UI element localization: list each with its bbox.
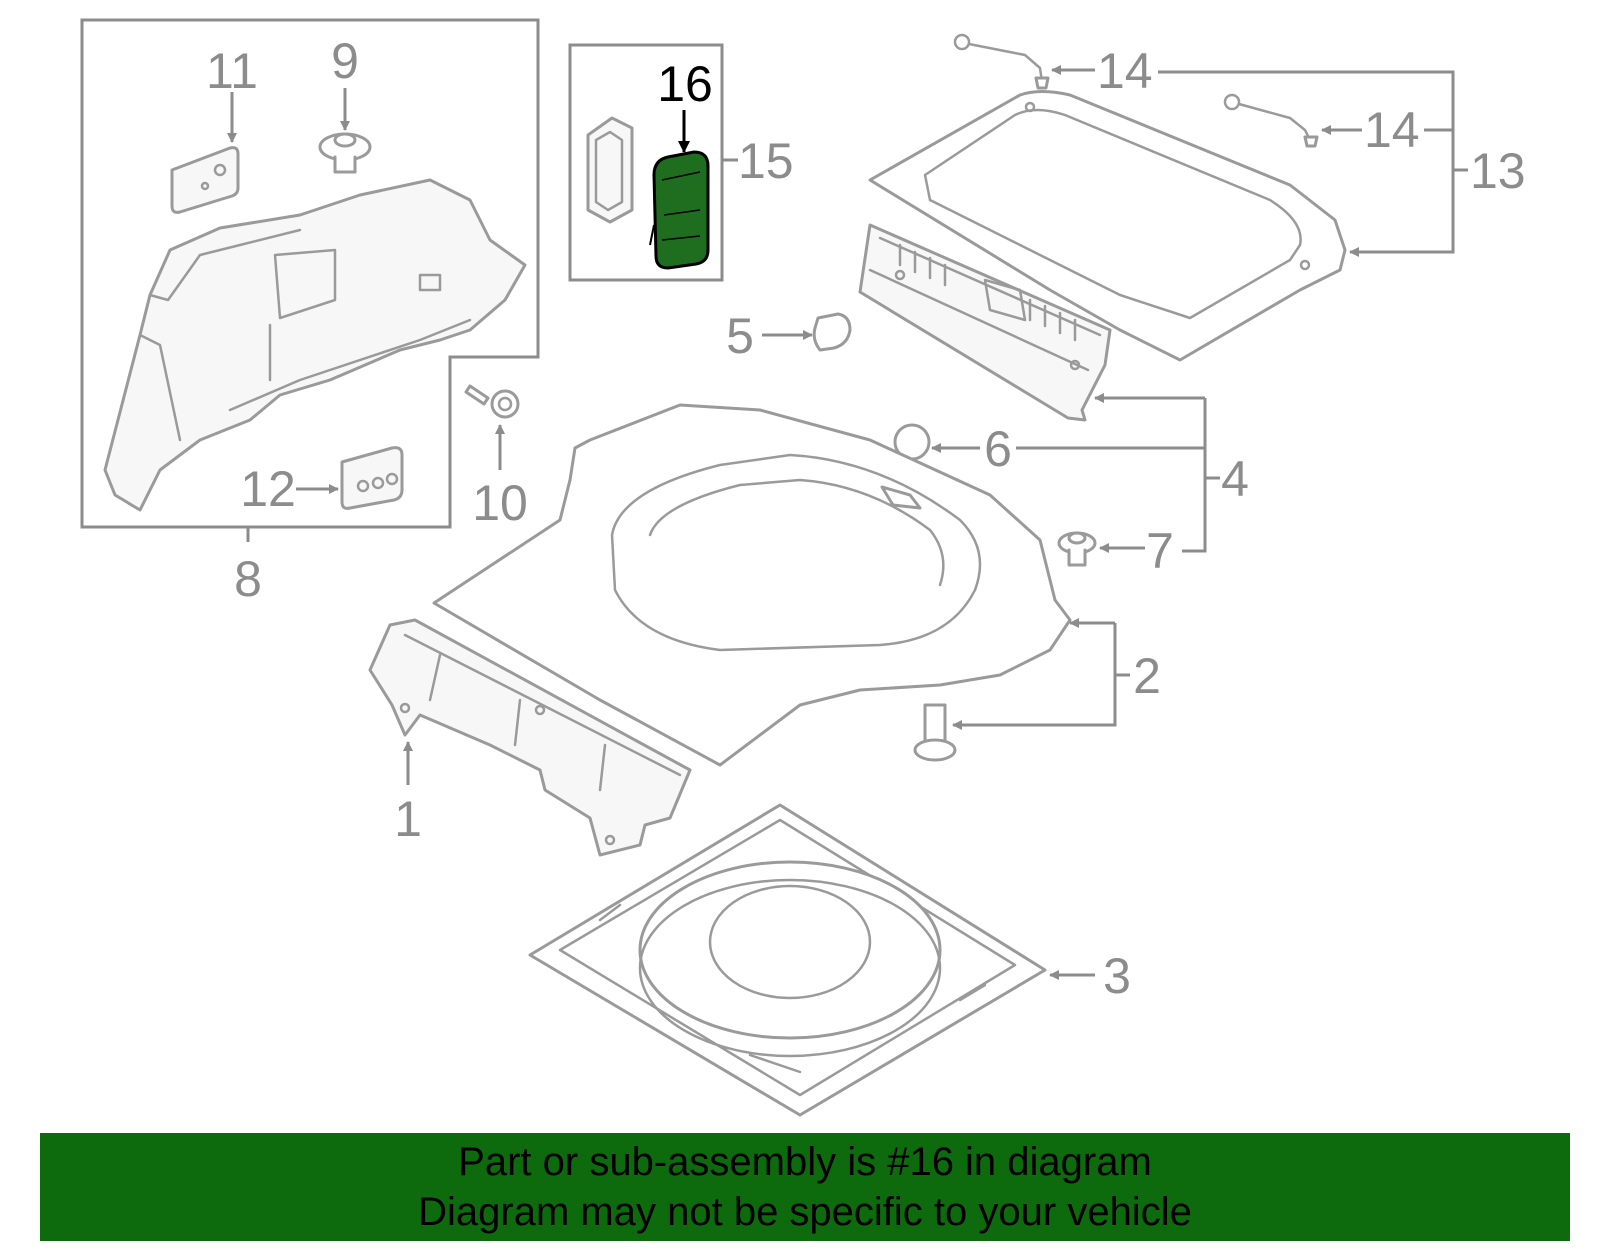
- callout-6: 6: [984, 421, 1012, 477]
- callout-2: 2: [1133, 648, 1161, 704]
- callout-1: 1: [394, 791, 422, 847]
- leader-lines: [227, 65, 1468, 980]
- clip-7[interactable]: [1057, 531, 1097, 567]
- callout-7: 7: [1146, 523, 1174, 579]
- callout-10: 10: [472, 475, 528, 531]
- callout-9: 9: [331, 33, 359, 89]
- tether-14-top[interactable]: [953, 33, 1050, 90]
- callout-5: 5: [726, 308, 754, 364]
- callout-16: 16: [657, 56, 713, 112]
- callout-11: 11: [206, 43, 258, 99]
- trunk-floor-board-2[interactable]: [432, 403, 1072, 767]
- push-pin-5[interactable]: [812, 312, 852, 352]
- package-tray-13[interactable]: [868, 90, 1347, 362]
- callout-14-right: 14: [1364, 102, 1420, 158]
- group-box-15: [568, 43, 724, 282]
- group-box-8: [80, 18, 540, 529]
- trim-cover-16-highlighted[interactable]: [649, 150, 710, 270]
- bolt-2[interactable]: [913, 703, 957, 762]
- callout-15: 15: [738, 133, 794, 189]
- tether-14-right[interactable]: [1223, 93, 1319, 148]
- callout-8: 8: [234, 551, 262, 607]
- quarter-trim-panel[interactable]: [103, 178, 527, 512]
- bolt-10[interactable]: [464, 384, 520, 419]
- callout-3: 3: [1103, 948, 1131, 1004]
- clip-9[interactable]: [318, 132, 372, 174]
- rear-panel-trim-1[interactable]: [368, 618, 692, 857]
- callout-12: 12: [240, 461, 296, 517]
- callout-14-top: 14: [1097, 43, 1153, 99]
- hook-bracket-15[interactable]: [586, 116, 634, 224]
- banner-line-1: Part or sub-assembly is #16 in diagram: [458, 1140, 1152, 1184]
- info-banner: Part or sub-assembly is #16 in diagram D…: [40, 1133, 1570, 1241]
- switch-12[interactable]: [340, 446, 404, 510]
- callout-13: 13: [1470, 143, 1526, 199]
- rear-sill-trim-4[interactable]: [858, 223, 1112, 422]
- spare-tire-tray-3[interactable]: [528, 803, 1047, 1117]
- access-cover-11[interactable]: [170, 146, 240, 214]
- banner-line-2: Diagram may not be specific to your vehi…: [418, 1190, 1192, 1234]
- callout-4: 4: [1221, 451, 1249, 507]
